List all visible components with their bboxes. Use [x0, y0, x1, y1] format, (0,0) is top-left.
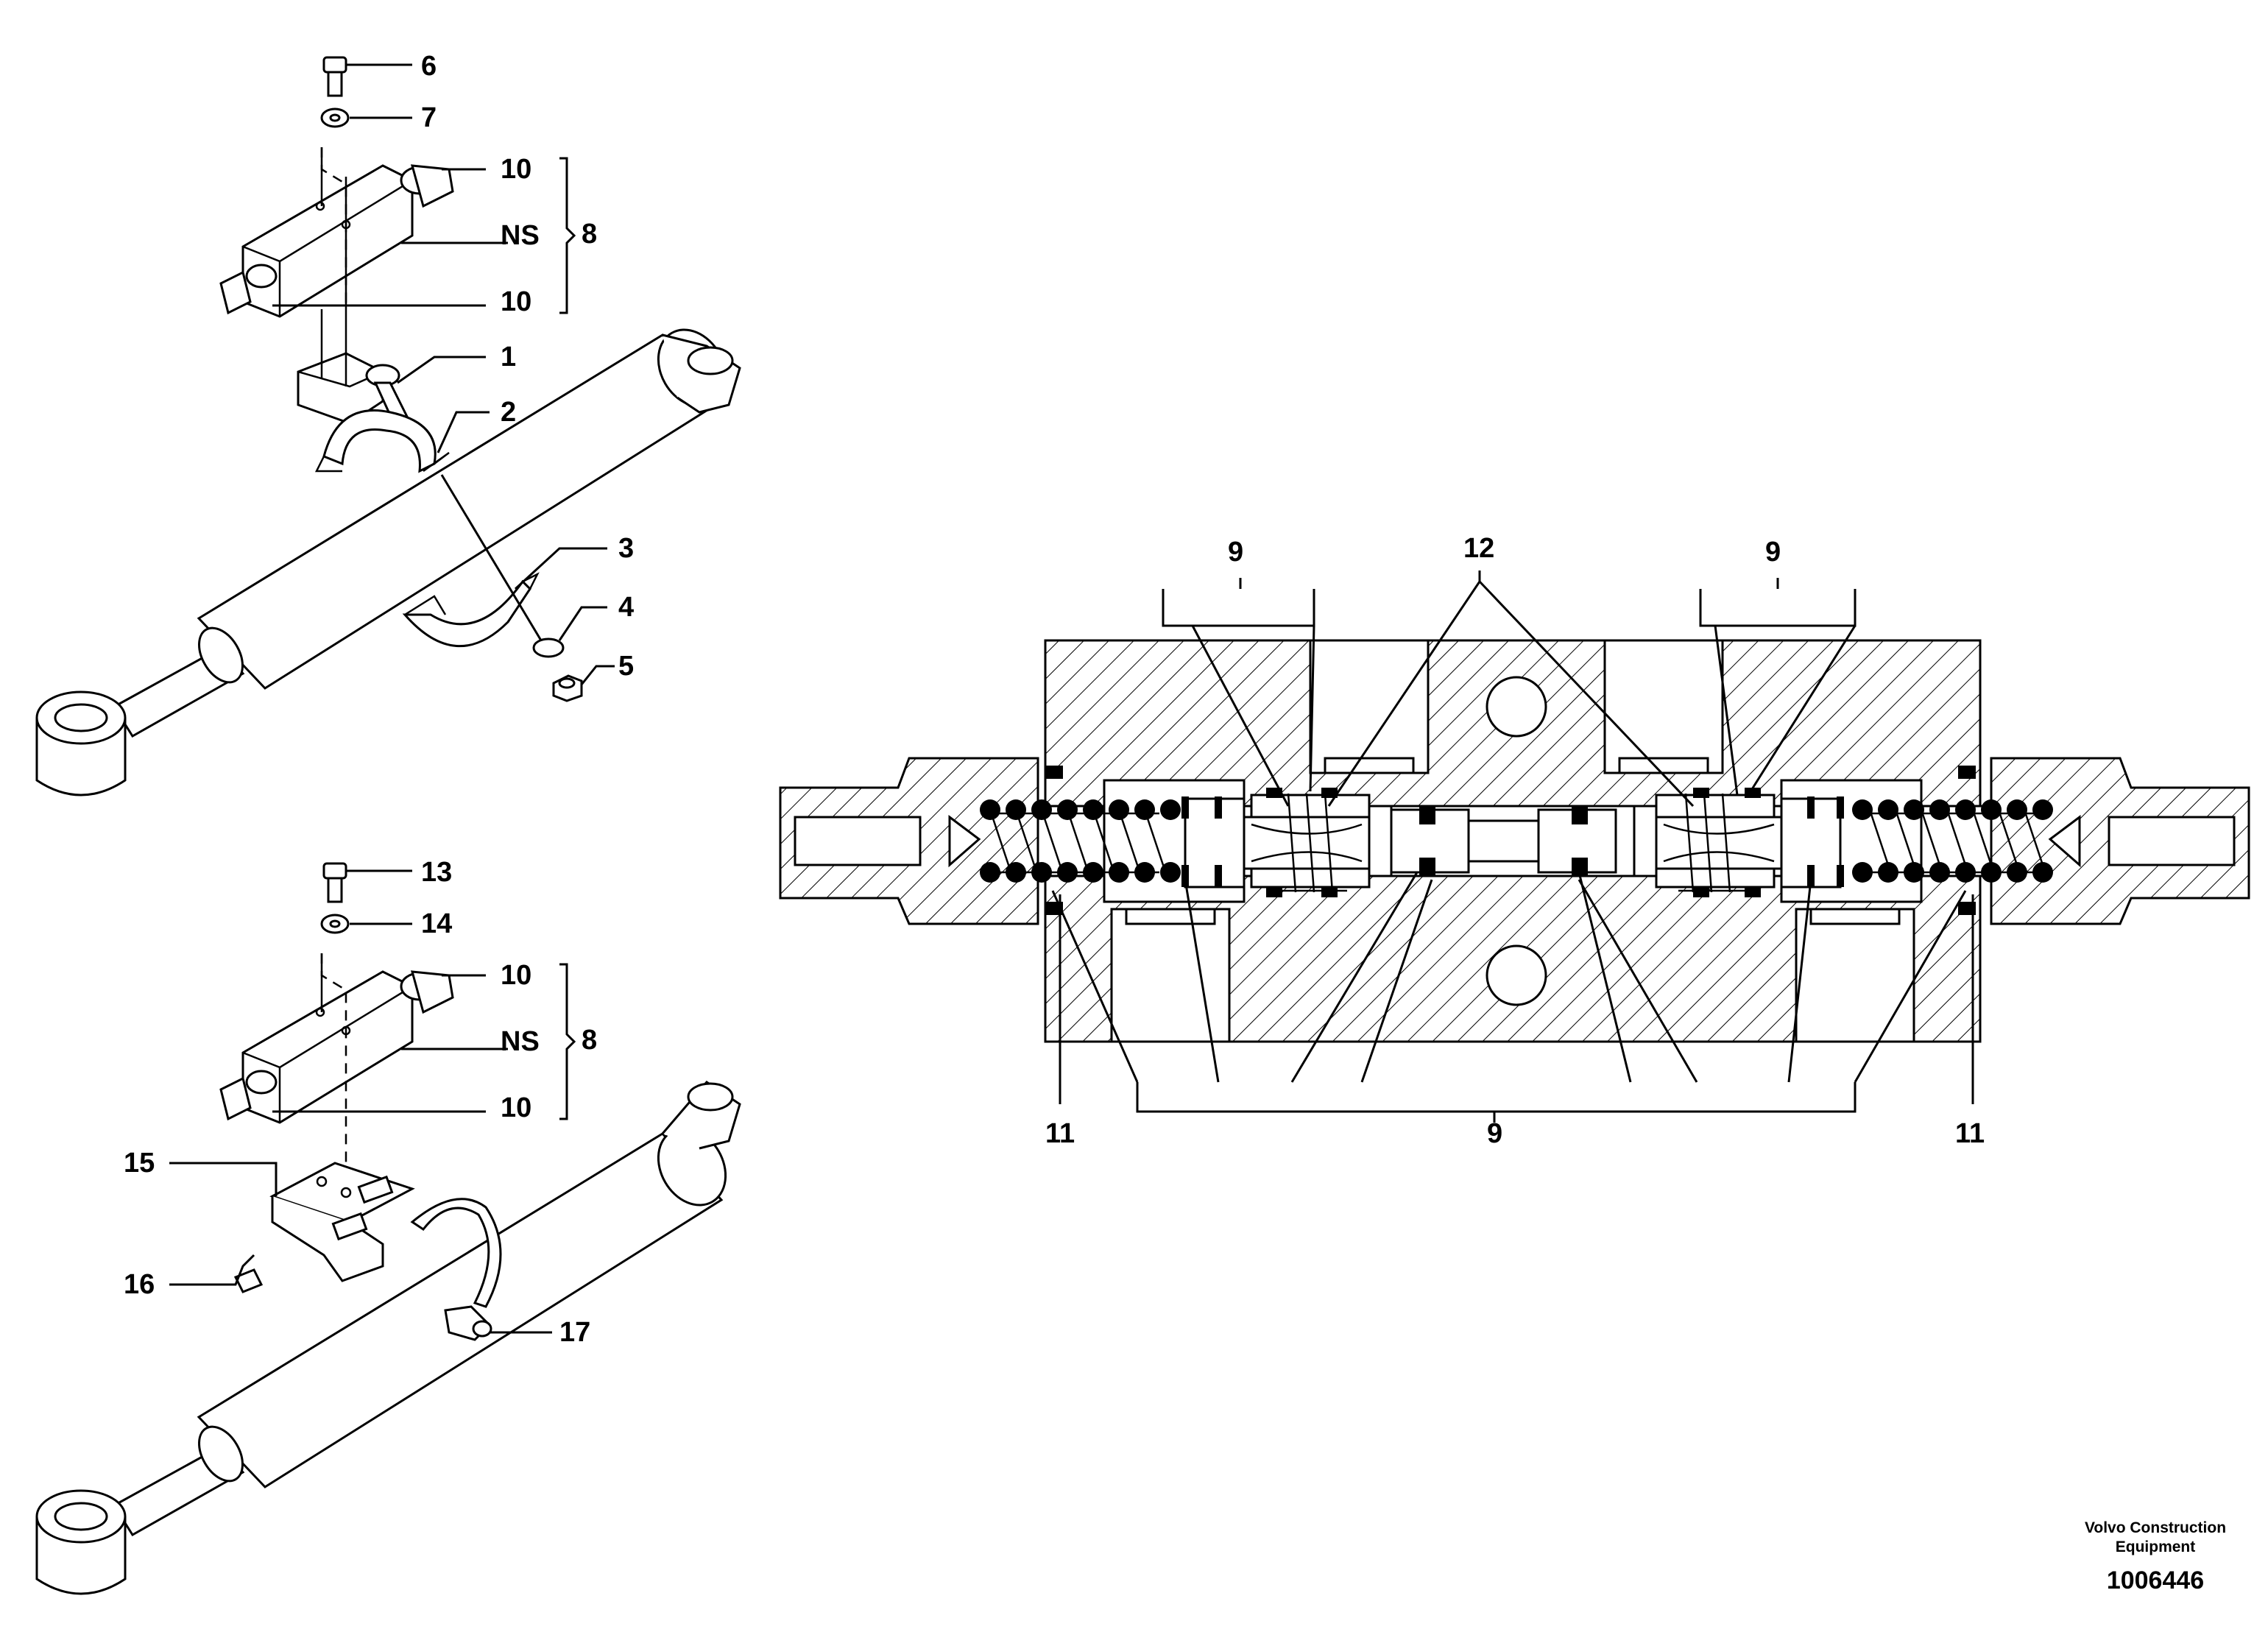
washer-4	[532, 637, 565, 658]
brand-line-1: Volvo Construction	[2085, 1519, 2226, 1536]
lower-cylinder-assembly	[35, 862, 741, 1595]
washer-7	[320, 107, 350, 128]
callout-ns-lower: NS	[501, 1026, 540, 1057]
bracket-15	[269, 1162, 415, 1282]
upper-cylinder-assembly	[35, 56, 741, 796]
hose-clamp-17	[410, 1198, 502, 1341]
callout-1: 1	[501, 342, 516, 372]
nut-5	[552, 674, 583, 702]
lower-valve-block	[219, 970, 454, 1124]
callout-12: 12	[1463, 533, 1494, 564]
bolt-13	[322, 862, 347, 903]
callout-2: 2	[501, 397, 516, 428]
callout-8-upper: 8	[582, 219, 597, 250]
valve-cross-section	[779, 571, 2250, 1123]
spring-left	[980, 799, 1181, 883]
clamp-2	[314, 409, 450, 473]
callout-9-right-top: 9	[1765, 537, 1781, 568]
callout-14: 14	[421, 908, 452, 939]
upper-valve-block	[219, 164, 454, 318]
callout-7: 7	[421, 102, 437, 133]
callout-4: 4	[618, 592, 634, 623]
clamp-3	[402, 572, 540, 647]
callout-13: 13	[421, 857, 452, 888]
callout-8-lower: 8	[582, 1025, 597, 1056]
callout-labels: 6 7 10 NS 8 10 1 2 3 4 5 13 14 10 NS 8 1…	[124, 51, 1985, 1348]
callout-17: 17	[559, 1317, 590, 1348]
callout-11-left: 11	[1045, 1118, 1075, 1149]
callout-10-lower-bottom: 10	[501, 1092, 531, 1123]
callout-5: 5	[618, 651, 634, 682]
brand-line-2: Equipment	[2116, 1539, 2196, 1555]
callout-9-left-top: 9	[1228, 537, 1243, 568]
upper-cylinder	[35, 328, 741, 796]
callout-11-right: 11	[1955, 1118, 1985, 1149]
clip-16	[233, 1268, 264, 1293]
callout-15: 15	[124, 1148, 155, 1179]
spring-right	[1852, 799, 2053, 883]
footer: Volvo Construction Equipment 1006446	[2085, 1519, 2226, 1594]
bolt-6	[322, 56, 347, 97]
callout-10-lower-top: 10	[501, 960, 531, 991]
callout-3: 3	[618, 533, 634, 564]
drawing-number: 1006446	[2107, 1566, 2204, 1594]
callout-9-bottom: 9	[1487, 1118, 1502, 1149]
washer-14	[320, 914, 350, 934]
seals	[1045, 766, 1976, 915]
callout-ns-upper: NS	[501, 220, 540, 251]
callout-16: 16	[124, 1269, 155, 1300]
callout-10-upper-top: 10	[501, 154, 531, 185]
upper-bracket	[297, 309, 384, 425]
callout-10-upper-bottom: 10	[501, 286, 531, 317]
callout-6: 6	[421, 51, 437, 82]
